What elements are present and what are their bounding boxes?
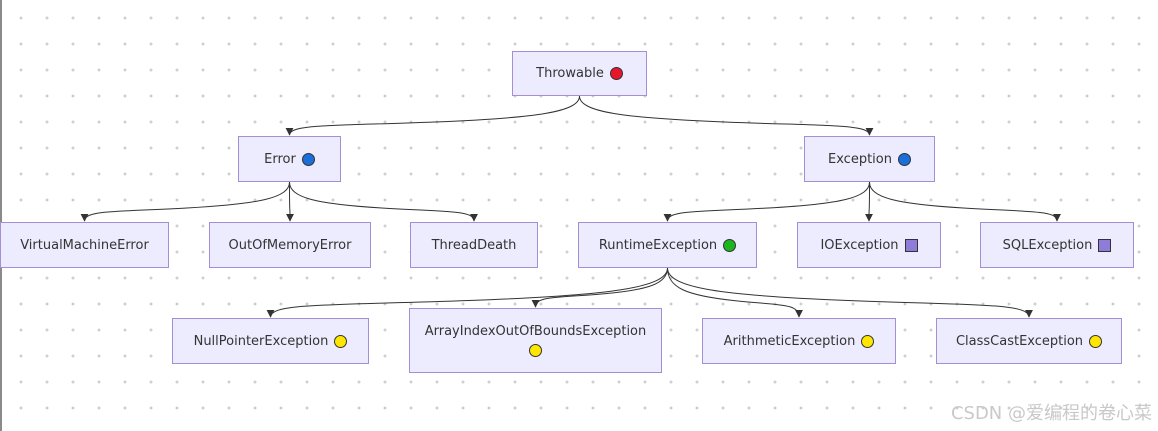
yellow-circle-icon (334, 334, 348, 348)
node-label: Throwable (536, 66, 604, 81)
edge-error-to-thread_death (289, 181, 478, 222)
edge-runtime_exception-to-arithmetic (667, 267, 803, 318)
node-label: ArrayIndexOutOfBoundsException (424, 324, 647, 339)
canvas-left-border (0, 0, 2, 431)
node-label: NullPointerException (193, 333, 329, 349)
edge-exception-to-runtime_exception (663, 181, 870, 222)
node-null-pointer-exception[interactable]: NullPointerException (172, 318, 369, 364)
node-runtime-exception[interactable]: RuntimeException (578, 222, 757, 268)
node-label: VirtualMachineError (20, 237, 149, 253)
edge-exception-to-sql_exception (869, 181, 1061, 222)
purple-square-icon (1098, 238, 1112, 252)
edge-throwable-to-exception (579, 95, 874, 136)
node-virtual-machine-error[interactable]: VirtualMachineError (0, 222, 169, 268)
node-label: ClassCastException (955, 333, 1084, 349)
red-circle-icon (609, 67, 623, 80)
blue-circle-icon (897, 152, 911, 166)
purple-square-icon (904, 238, 918, 252)
node-label: ArithmeticException (723, 333, 856, 349)
node-error[interactable]: Error (238, 136, 341, 182)
node-label: OutOfMemoryError (228, 237, 352, 253)
node-label: Error (264, 151, 296, 167)
edge-throwable-to-error (285, 95, 580, 136)
node-throwable[interactable]: Throwable (512, 51, 647, 96)
edge-error-to-oom_error (285, 181, 294, 222)
watermark: CSDN @爱编程的卷心菜 (950, 403, 1152, 424)
yellow-circle-icon (861, 334, 875, 348)
node-label: SQLException (1002, 237, 1093, 253)
node-arithmetic-exception[interactable]: ArithmeticException (702, 318, 896, 364)
node-label: IOException (820, 237, 899, 253)
node-class-cast-exception[interactable]: ClassCastException (936, 318, 1122, 364)
node-out-of-memory-error[interactable]: OutOfMemoryError (209, 222, 371, 268)
edge-runtime_exception-to-class_cast (667, 267, 1033, 318)
edge-exception-to-io_exception (865, 181, 874, 222)
green-circle-icon (723, 238, 737, 252)
yellow-circle-icon (1089, 334, 1103, 348)
edge-error-to-vm_error (80, 181, 290, 222)
node-thread-death[interactable]: ThreadDeath (410, 222, 538, 268)
node-array-index-out-of-bounds-exception[interactable]: ArrayIndexOutOfBoundsException (409, 308, 662, 373)
node-io-exception[interactable]: IOException (797, 222, 941, 268)
node-label: ThreadDeath (431, 237, 517, 253)
edge-runtime_exception-to-npe (266, 267, 668, 318)
node-exception[interactable]: Exception (804, 136, 935, 182)
node-sql-exception[interactable]: SQLException (980, 222, 1134, 268)
blue-circle-icon (301, 152, 315, 166)
node-label: RuntimeException (598, 237, 718, 253)
node-label: Exception (828, 151, 892, 167)
edge-runtime_exception-to-aioobe (531, 267, 668, 308)
yellow-circle-icon (529, 344, 542, 357)
